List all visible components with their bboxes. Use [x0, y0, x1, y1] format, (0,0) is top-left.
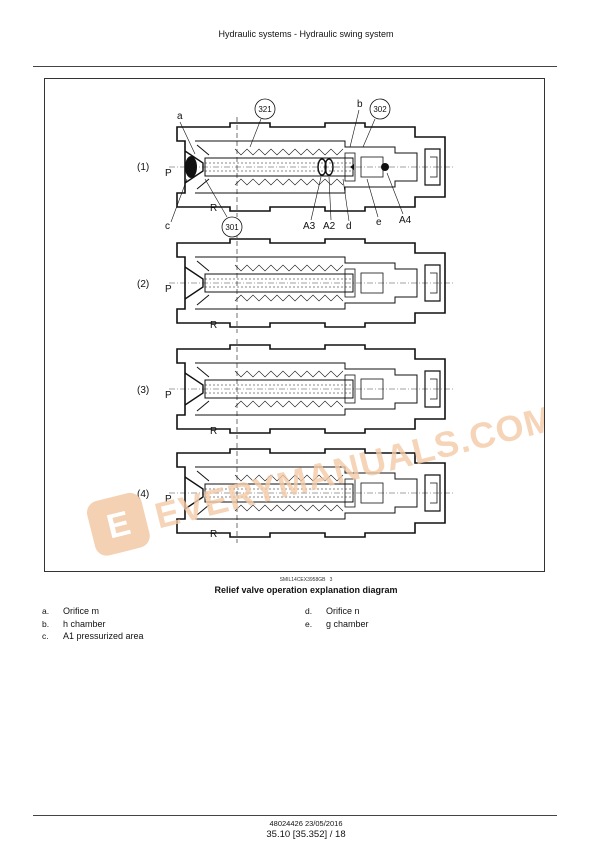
callout-302: 302 [373, 105, 387, 114]
step-label-4: (4) [137, 489, 149, 500]
legend-item: b. h chamber [42, 618, 144, 631]
step-label-2: (2) [137, 279, 149, 290]
letter-b: b [357, 99, 363, 110]
legend-key: b. [42, 618, 50, 629]
letter-e: e [376, 217, 382, 228]
port-r-1: R [210, 203, 217, 214]
letter-d: d [346, 221, 352, 232]
relief-valve-diagram: (1) (2) (3) (4) P R P R P R P R 321 302 … [86, 98, 559, 556]
figure-number: 3 [329, 577, 333, 583]
page-header: Hydraulic systems - Hydraulic swing syst… [218, 29, 394, 39]
port-r-3: R [210, 426, 217, 437]
port-p-2: P [165, 284, 172, 295]
port-r-2: R [210, 320, 217, 331]
legend-text: g chamber [326, 618, 369, 629]
footer-page-number: 35.10 [35.352] / 18 [266, 829, 346, 840]
legend-key: a. [42, 606, 50, 616]
area-a4: A4 [399, 215, 412, 226]
valve-stage-1 [168, 116, 456, 218]
legend-text: Orifice n [326, 606, 360, 616]
figure-id: SMIL14CEX3958GB 3 [0, 577, 612, 583]
legend-left: a. Orifice m b. h chamber c. A1 pressurized… [42, 605, 144, 643]
port-p-1: P [165, 168, 172, 179]
header-rule [33, 66, 557, 67]
letter-c: c [165, 221, 170, 232]
legend-key: e. [305, 618, 313, 629]
step-label-3: (3) [137, 385, 149, 396]
valve-stage-3 [168, 338, 456, 440]
legend-item: d. Orifice n [305, 605, 369, 618]
legend-item: e. g chamber [305, 618, 369, 631]
legend-key: d. [305, 606, 313, 616]
port-r-4: R [210, 529, 217, 540]
valve-stage-2 [168, 232, 456, 334]
letter-a: a [177, 111, 183, 122]
callout-321: 321 [258, 105, 272, 114]
watermark-logo-icon [86, 492, 150, 556]
figure-caption: Relief valve operation explanation diagr… [214, 585, 398, 595]
legend-text: A1 pressurized area [63, 631, 144, 641]
footer-rule [33, 815, 557, 816]
step-label-1: (1) [137, 162, 149, 173]
port-p-4: P [165, 494, 172, 505]
legend-right: d. Orifice n e. g chamber [305, 605, 369, 630]
legend-text: h chamber [63, 618, 106, 629]
check-ball [185, 156, 197, 178]
area-a3: A3 [303, 221, 316, 232]
port-p-3: P [165, 390, 172, 401]
footer-doc-id: 48024426 23/05/2016 [269, 819, 343, 828]
legend-item: c. A1 pressurized area [42, 630, 144, 643]
area-a2: A2 [323, 221, 336, 232]
legend-key: c. [42, 631, 49, 641]
diagram-frame: (1) (2) (3) (4) P R P R P R P R 321 302 … [44, 78, 559, 572]
legend-text: Orifice m [63, 606, 99, 616]
figure-id-code: SMIL14CEX3958GB [279, 577, 326, 583]
callout-301: 301 [225, 223, 239, 232]
legend-item: a. Orifice m [42, 605, 144, 618]
